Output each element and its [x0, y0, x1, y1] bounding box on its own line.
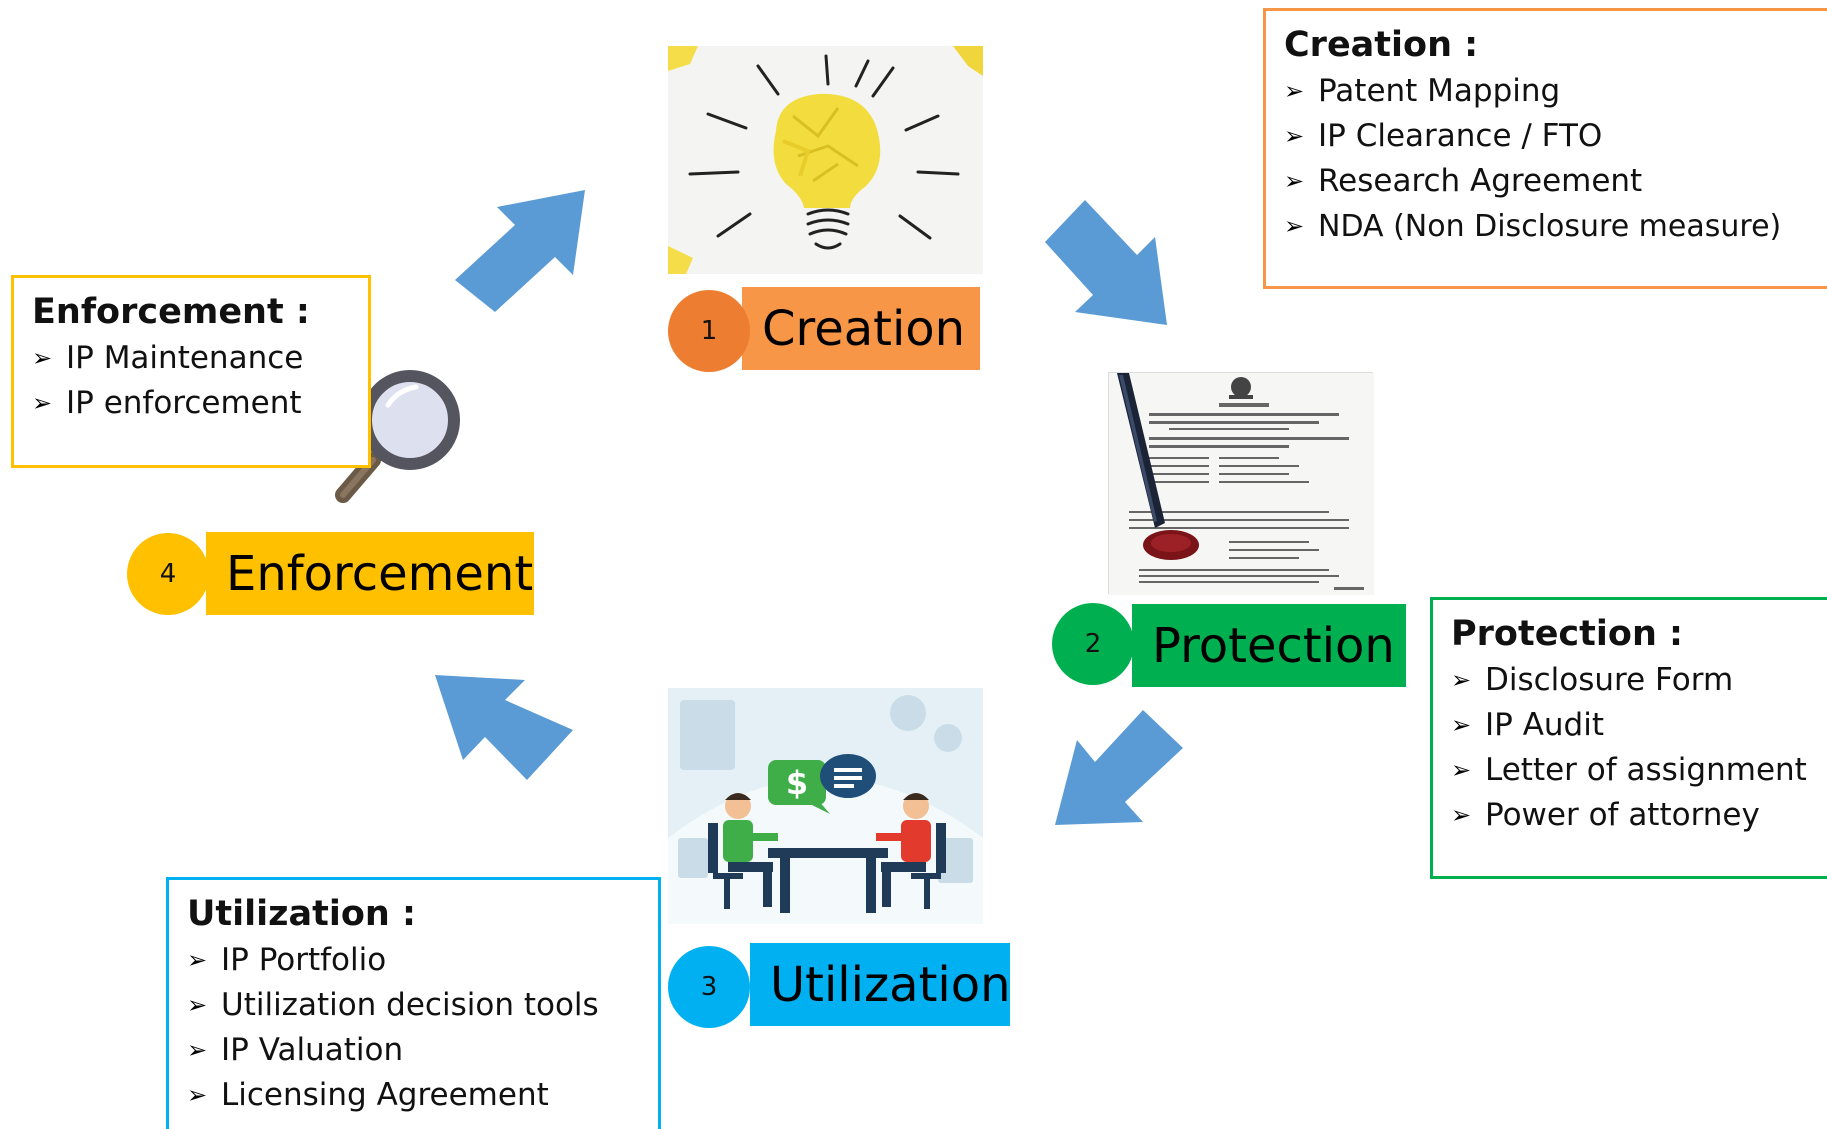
- arrow-protection-to-utilization: [1055, 710, 1183, 825]
- creation-info-title: Creation :: [1284, 25, 1479, 65]
- creation-step-number: 1: [668, 290, 750, 372]
- creation-step-label: Creation: [742, 287, 980, 370]
- protection-step-text: Protection: [1152, 617, 1395, 674]
- arrow-bullet-icon: ➢: [187, 991, 208, 1019]
- list-item: ➢ IP Portfolio: [187, 938, 640, 983]
- list-item-text: Patent Mapping: [1318, 73, 1561, 109]
- list-item-text: NDA (Non Disclosure measure): [1318, 209, 1782, 244]
- list-item: ➢ IP Maintenance: [32, 336, 350, 381]
- protection-info-list: ➢ Disclosure Form ➢ IP Audit ➢ Letter of as…: [1451, 658, 1827, 838]
- enforcement-info-box: Enforcement : ➢ IP Maintenance ➢ IP enforc…: [11, 275, 371, 468]
- utilization-number-text: 3: [700, 972, 718, 1002]
- list-item: ➢ IP Clearance / FTO: [1284, 114, 1827, 159]
- arrow-bullet-icon: ➢: [187, 1081, 208, 1109]
- arrow-creation-to-protection: [1045, 200, 1167, 325]
- arrow-shape: [455, 190, 585, 312]
- arrow-bullet-icon: ➢: [1451, 666, 1472, 694]
- list-item: ➢ IP enforcement: [32, 381, 350, 426]
- utilization-info-list: ➢ IP Portfolio ➢ Utilization decision tool…: [187, 938, 640, 1118]
- arrow-bullet-icon: ➢: [1284, 122, 1305, 150]
- arrow-shape: [435, 675, 573, 780]
- arrow-bullet-icon: ➢: [1451, 711, 1472, 739]
- arrow-bullet-icon: ➢: [1284, 167, 1305, 195]
- list-item-text: IP Valuation: [221, 1032, 404, 1068]
- list-item-text: Research Agreement: [1318, 163, 1643, 199]
- creation-step-text: Creation: [762, 300, 966, 357]
- utilization-info-box: Utilization : ➢ IP Portfolio ➢ Utilization…: [166, 877, 661, 1129]
- arrow-shape: [1055, 710, 1183, 825]
- list-item-text: IP Portfolio: [221, 942, 387, 978]
- creation-image: [668, 46, 983, 274]
- arrow-bullet-icon: ➢: [1451, 801, 1472, 829]
- list-item: ➢ IP Audit: [1451, 703, 1827, 748]
- arrow-bullet-icon: ➢: [32, 389, 53, 417]
- crumpled-paper-lightbulb-icon: [668, 46, 983, 274]
- list-item-text: Licensing Agreement: [221, 1077, 549, 1113]
- list-item: ➢ Letter of assignment: [1451, 748, 1827, 793]
- arrow-bullet-icon: ➢: [187, 946, 208, 974]
- arrow-bullet-icon: ➢: [1451, 756, 1472, 784]
- utilization-info-title: Utilization :: [187, 894, 417, 934]
- utilization-image: $: [668, 688, 983, 924]
- creation-number-text: 1: [700, 316, 718, 346]
- enforcement-info-list: ➢ IP Maintenance ➢ IP enforcement: [32, 336, 350, 426]
- utilization-step-text: Utilization: [770, 956, 1011, 1013]
- arrow-bullet-icon: ➢: [187, 1036, 208, 1064]
- protection-image: [1108, 372, 1374, 595]
- list-item-text: IP Maintenance: [66, 340, 304, 376]
- enforcement-info-title: Enforcement :: [32, 292, 310, 332]
- svg-text:$: $: [786, 764, 808, 802]
- list-item-text: IP Clearance / FTO: [1318, 118, 1603, 154]
- arrow-bullet-icon: ➢: [32, 344, 53, 372]
- list-item: ➢ Utilization decision tools: [187, 983, 640, 1028]
- creation-info-list: ➢ Patent Mapping ➢ IP Clearance / FTO ➢ Res…: [1284, 69, 1827, 249]
- list-item-text: Disclosure Form: [1485, 662, 1734, 698]
- list-item-text: IP enforcement: [66, 385, 302, 421]
- protection-step-number: 2: [1052, 603, 1134, 685]
- patent-certificate-icon: [1109, 373, 1374, 595]
- enforcement-step-number: 4: [127, 533, 209, 615]
- arrow-bullet-icon: ➢: [1284, 77, 1305, 105]
- list-item: ➢ Patent Mapping: [1284, 69, 1827, 114]
- business-meeting-icon: $: [668, 688, 983, 924]
- utilization-step-label: Utilization: [750, 943, 1011, 1026]
- list-item: ➢ Research Agreement: [1284, 159, 1827, 204]
- protection-info-title: Protection :: [1451, 614, 1684, 654]
- list-item: ➢ Licensing Agreement: [187, 1073, 640, 1118]
- list-item: ➢ Disclosure Form: [1451, 658, 1827, 703]
- list-item-text: Utilization decision tools: [221, 987, 599, 1023]
- list-item: ➢ NDA (Non Disclosure measure): [1284, 204, 1827, 249]
- creation-info-box: Creation : ➢ Patent Mapping ➢ IP Clearance…: [1263, 8, 1827, 289]
- protection-info-box: Protection : ➢ Disclosure Form ➢ IP Audit …: [1430, 597, 1827, 879]
- utilization-step-number: 3: [668, 946, 750, 1028]
- arrow-bullet-icon: ➢: [1284, 212, 1305, 240]
- enforcement-number-text: 4: [159, 559, 177, 589]
- arrow-enforcement-to-creation: [455, 190, 585, 312]
- arrow-shape: [1045, 200, 1167, 325]
- list-item: ➢ IP Valuation: [187, 1028, 640, 1073]
- list-item-text: Letter of assignment: [1485, 752, 1807, 788]
- list-item-text: IP Audit: [1485, 707, 1604, 743]
- list-item: ➢ Power of attorney: [1451, 793, 1827, 838]
- list-item-text: Power of attorney: [1485, 797, 1760, 833]
- arrow-utilization-to-enforcement: [435, 675, 573, 780]
- enforcement-step-label: Enforcement: [206, 532, 534, 615]
- protection-number-text: 2: [1084, 629, 1102, 659]
- protection-step-label: Protection: [1132, 604, 1406, 687]
- enforcement-step-text: Enforcement: [226, 545, 534, 602]
